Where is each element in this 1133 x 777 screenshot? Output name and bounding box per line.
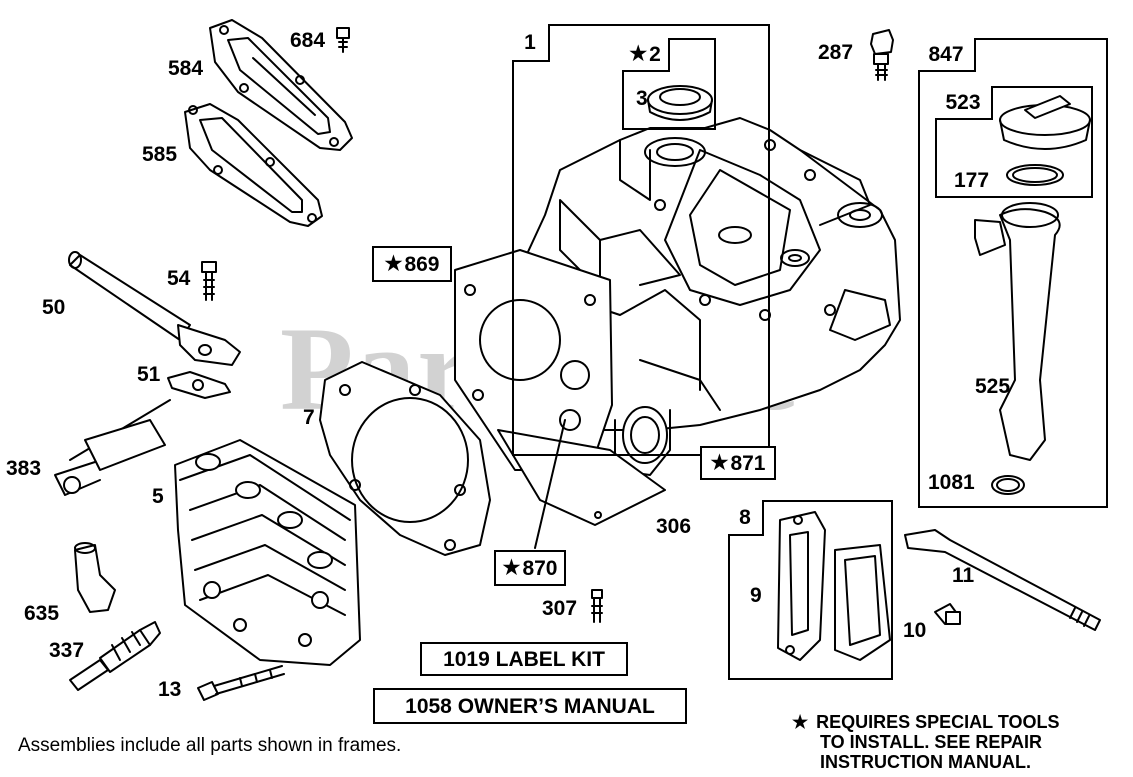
- label-5: 5: [152, 485, 164, 508]
- label-10: 10: [903, 619, 927, 642]
- frame-847-tag: 847: [918, 38, 976, 72]
- part-11-tube: [904, 529, 1101, 631]
- part-287-bolt: [870, 29, 894, 81]
- part-7-head-gasket: [319, 361, 491, 556]
- frame-523: [935, 86, 1093, 198]
- label-50: 50: [42, 296, 66, 319]
- part-307-bolt: [591, 589, 603, 623]
- label-177: 177: [954, 169, 990, 192]
- part-523-dipstick-cap: [999, 95, 1091, 150]
- label-337: 337: [49, 639, 85, 662]
- star-icon: ★: [629, 43, 648, 65]
- label-635: 635: [24, 602, 60, 625]
- label-584: 584: [168, 57, 204, 80]
- callout-871: ★ 871: [700, 446, 776, 480]
- part-3-oil-seal: [647, 85, 713, 121]
- part-54-bolt: [201, 261, 217, 301]
- label-11: 11: [952, 564, 975, 587]
- label-54: 54: [167, 267, 191, 290]
- part-383-tool: [54, 399, 171, 496]
- label-9: 9: [750, 584, 762, 607]
- label-1081: 1081: [928, 471, 975, 494]
- label-7: 7: [303, 406, 315, 429]
- frame-1: [512, 24, 770, 456]
- part-1081-o-ring: [991, 475, 1025, 495]
- frame-2-tag: ★ 2: [622, 38, 670, 72]
- note-line-2: TO INSTALL. SEE REPAIR: [820, 732, 1043, 752]
- part-51-gasket: [167, 371, 231, 399]
- label-kit-text: 1019 LABEL KIT: [443, 647, 605, 671]
- special-tools-line-1: ★ REQUIRES SPECIAL TOOLS: [792, 712, 1060, 732]
- star-icon: ★: [710, 452, 729, 474]
- assemblies-footer: Assemblies include all parts shown in fr…: [18, 735, 402, 756]
- frame-8: [728, 500, 893, 680]
- star-icon: ★: [502, 557, 521, 579]
- part-585-gasket: [184, 103, 323, 227]
- label-51: 51: [137, 363, 161, 386]
- frame-847-number: 847: [928, 42, 964, 66]
- label-525: 525: [975, 375, 1011, 398]
- label-13: 13: [158, 678, 182, 701]
- label-684: 684: [290, 29, 326, 52]
- label-kit-box: 1019 LABEL KIT: [420, 642, 628, 676]
- part-5-cylinder-head: [174, 439, 361, 666]
- leader-870: [534, 419, 566, 549]
- note-line-1: REQUIRES SPECIAL TOOLS: [816, 712, 1060, 732]
- owners-manual-box: 1058 OWNER’S MANUAL: [373, 688, 687, 724]
- frame-847: [918, 38, 1108, 508]
- part-869-plate: [454, 249, 613, 471]
- star-icon: ★: [384, 253, 403, 275]
- star-icon: ★: [792, 712, 809, 732]
- callout-869-number: 869: [404, 252, 440, 276]
- note-line-3: INSTRUCTION MANUAL.: [820, 752, 1031, 772]
- frame-1-tag: 1: [512, 24, 550, 62]
- frame-523-number: 523: [945, 90, 981, 114]
- part-684-bolt: [336, 27, 350, 53]
- part-635-spark-boot: [74, 542, 116, 613]
- part-50-tube: [68, 251, 241, 366]
- part-10-fitting: [934, 603, 961, 625]
- label-287: 287: [818, 41, 854, 64]
- label-307: 307: [542, 597, 578, 620]
- frame-523-tag: 523: [935, 86, 993, 120]
- frame-2-number: 2: [649, 42, 661, 66]
- callout-871-number: 871: [730, 451, 766, 475]
- owners-manual-text: 1058 OWNER’S MANUAL: [405, 694, 655, 718]
- part-306-gasket-sheet: [497, 429, 666, 526]
- part-177-o-ring: [1006, 164, 1064, 186]
- part-337-spark-plug: [69, 621, 161, 691]
- frame-8-number: 8: [739, 505, 751, 529]
- part-584-cover-plate: [209, 19, 353, 151]
- part-13-bolt: [197, 665, 285, 701]
- callout-869: ★ 869: [372, 246, 452, 282]
- frame-8-tag: 8: [728, 500, 764, 536]
- label-383: 383: [6, 457, 42, 480]
- part-9-gasket: [777, 511, 826, 661]
- special-tools-note: ★ REQUIRES SPECIAL TOOLS TO INSTALL. SEE …: [792, 712, 1060, 772]
- callout-870-number: 870: [522, 556, 558, 580]
- frame-1-number: 1: [524, 30, 536, 54]
- callout-870: ★ 870: [494, 550, 566, 586]
- part-breather-cover: [834, 544, 891, 661]
- label-306: 306: [656, 515, 692, 538]
- label-585: 585: [142, 143, 178, 166]
- part-525-dipstick-tube: [974, 202, 1061, 461]
- label-3: 3: [636, 87, 648, 110]
